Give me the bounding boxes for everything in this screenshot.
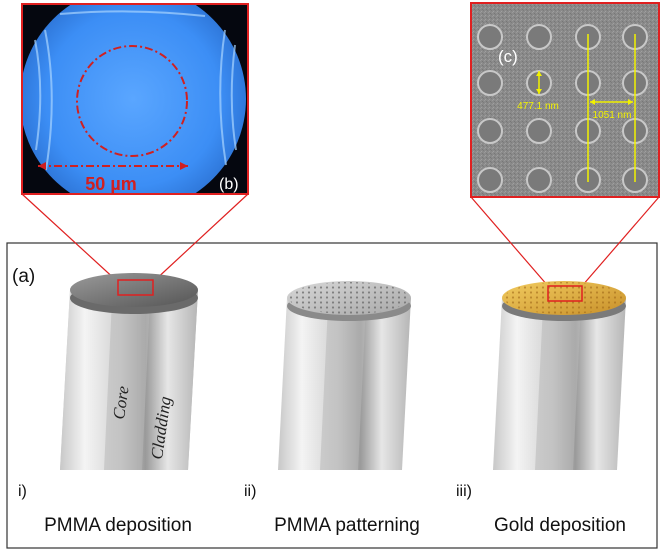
sem-hole xyxy=(526,24,552,50)
step-3-number: iii) xyxy=(456,483,472,500)
pitch-measure xyxy=(587,34,636,182)
hole-diameter-label: 477.1 nm xyxy=(517,101,559,112)
step-1-caption: PMMA deposition xyxy=(44,515,192,536)
step-2-caption: PMMA patterning xyxy=(274,515,420,536)
highlight-box-c xyxy=(547,285,583,302)
highlight-box-b xyxy=(117,279,154,296)
core-outline xyxy=(76,45,188,157)
sem-hole xyxy=(526,118,552,144)
panel-c-label: (c) xyxy=(498,47,518,66)
diameter-measure xyxy=(536,71,542,94)
pitch-label: 1051 nm xyxy=(593,110,632,121)
panel-c-sem xyxy=(471,3,659,197)
sem-hole xyxy=(477,70,503,96)
zoom-connector-c xyxy=(470,196,660,287)
panel-a-label: (a) xyxy=(12,266,35,287)
sem-hole xyxy=(477,167,503,193)
core-label: Core xyxy=(109,384,133,420)
fiber-pmma-patterning xyxy=(278,281,411,470)
sem-hole xyxy=(526,167,552,193)
sem-hole xyxy=(477,24,503,50)
scale-bar-label: 50 µm xyxy=(85,174,136,194)
hole-array xyxy=(477,24,648,193)
step-1-number: i) xyxy=(18,483,27,500)
zoom-connector-b xyxy=(21,193,249,283)
step-3-caption: Gold deposition xyxy=(494,515,626,536)
scale-bar-b xyxy=(38,162,188,170)
panel-b-label: (b) xyxy=(219,176,239,193)
sem-hole xyxy=(477,118,503,144)
step-2-number: ii) xyxy=(244,483,256,500)
panel-b-micrograph xyxy=(22,4,248,194)
fiber-pmma-deposition xyxy=(60,273,198,470)
fiber-gold-deposition xyxy=(493,281,626,470)
